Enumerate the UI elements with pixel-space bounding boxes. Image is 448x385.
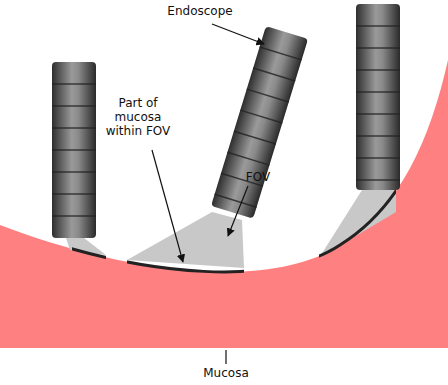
leader-line [225, 350, 226, 364]
text-label: Endoscope [155, 4, 245, 18]
text-label: Mucosa [186, 366, 266, 380]
text-label: FOV [238, 170, 278, 184]
endoscope [52, 62, 96, 238]
fov-cone [127, 212, 244, 268]
endoscope [356, 4, 400, 190]
leader-line [212, 24, 264, 44]
leader-line [152, 150, 183, 262]
leader-line [228, 186, 248, 236]
endoscope [211, 26, 308, 219]
fov-cone [319, 190, 396, 258]
text-label: Part of mucosa within FOV [96, 96, 180, 138]
